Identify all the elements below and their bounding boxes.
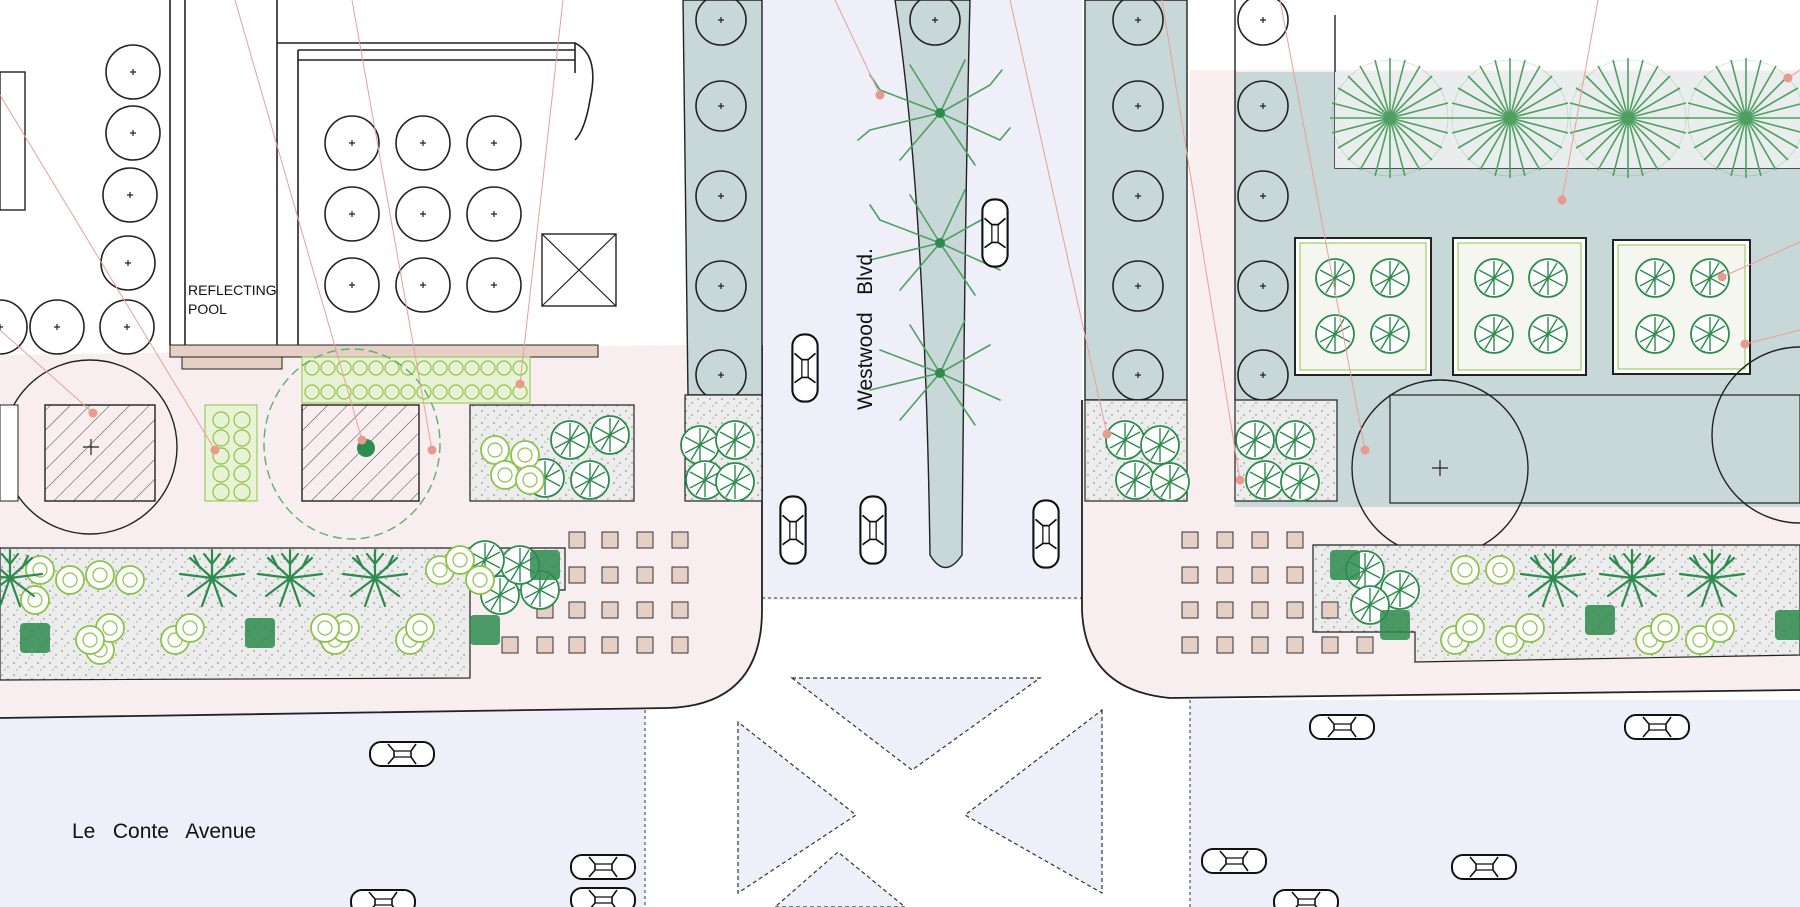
- paver: [601, 636, 619, 654]
- paver: [1286, 636, 1304, 654]
- paver: [636, 601, 654, 619]
- paver: [568, 601, 586, 619]
- paver: [1251, 566, 1269, 584]
- paver: [1216, 566, 1234, 584]
- paver: [1181, 636, 1199, 654]
- paver: [568, 636, 586, 654]
- paver: [601, 531, 619, 549]
- shrub-clusters: [20, 415, 1800, 665]
- car-icon: [791, 333, 819, 403]
- vine-canopy: [263, 348, 441, 540]
- car-icon: [1032, 499, 1060, 569]
- paver: [1251, 601, 1269, 619]
- car-icon: [1451, 854, 1517, 880]
- car-icon: [1309, 714, 1375, 740]
- car-icon: [1273, 889, 1339, 907]
- paver: [1181, 531, 1199, 549]
- car-icon: [570, 887, 636, 907]
- paver: [671, 531, 689, 549]
- paver: [636, 566, 654, 584]
- paver-grid-right: [1181, 531, 1374, 654]
- paver: [1216, 601, 1234, 619]
- paver: [568, 566, 586, 584]
- hedge-shrubs: [212, 360, 528, 501]
- paver: [636, 531, 654, 549]
- car-icon: [570, 854, 636, 880]
- crosswalk-triangles: [737, 677, 1103, 907]
- paver: [1286, 601, 1304, 619]
- paver: [568, 531, 586, 549]
- paver: [636, 636, 654, 654]
- paver: [1251, 531, 1269, 549]
- paver: [1216, 531, 1234, 549]
- paver: [671, 601, 689, 619]
- paver: [501, 636, 519, 654]
- central-median: [894, 0, 971, 569]
- leader-dot-icon: [88, 73, 1793, 485]
- median-trees: [857, 59, 1011, 426]
- car-icon: [859, 495, 887, 565]
- reflecting-pool-label: REFLECTING: [188, 282, 277, 298]
- paver: [1321, 601, 1339, 619]
- paver: [1251, 636, 1269, 654]
- paver: [1286, 531, 1304, 549]
- car-icon: [1624, 714, 1690, 740]
- paver: [1356, 636, 1374, 654]
- paver: [1216, 636, 1234, 654]
- car-icon: [1201, 848, 1267, 874]
- paver: [536, 636, 554, 654]
- paver: [601, 566, 619, 584]
- paver: [1181, 601, 1199, 619]
- paver: [1181, 566, 1199, 584]
- raised-planters: [1294, 237, 1751, 376]
- westwood-blvd-label: Westwood Blvd.: [854, 248, 877, 410]
- car-icon: [369, 741, 435, 767]
- crosswalk-edges: [644, 597, 1191, 907]
- hatched-planter-1: [44, 404, 156, 502]
- paver: [1321, 636, 1339, 654]
- median-left-teal: [682, 0, 763, 396]
- paver: [1286, 566, 1304, 584]
- paver: [671, 566, 689, 584]
- annotation-leader-lines: [0, 0, 1800, 481]
- car-icon: [779, 495, 807, 565]
- reflecting-pool-label-line2: POOL: [188, 301, 227, 317]
- paver: [601, 601, 619, 619]
- car-icon: [350, 889, 416, 907]
- median-tree-centers: [935, 108, 945, 378]
- paver: [671, 636, 689, 654]
- car-icon: [981, 198, 1009, 268]
- le-conte-avenue-label: Le Conte Avenue: [72, 820, 256, 843]
